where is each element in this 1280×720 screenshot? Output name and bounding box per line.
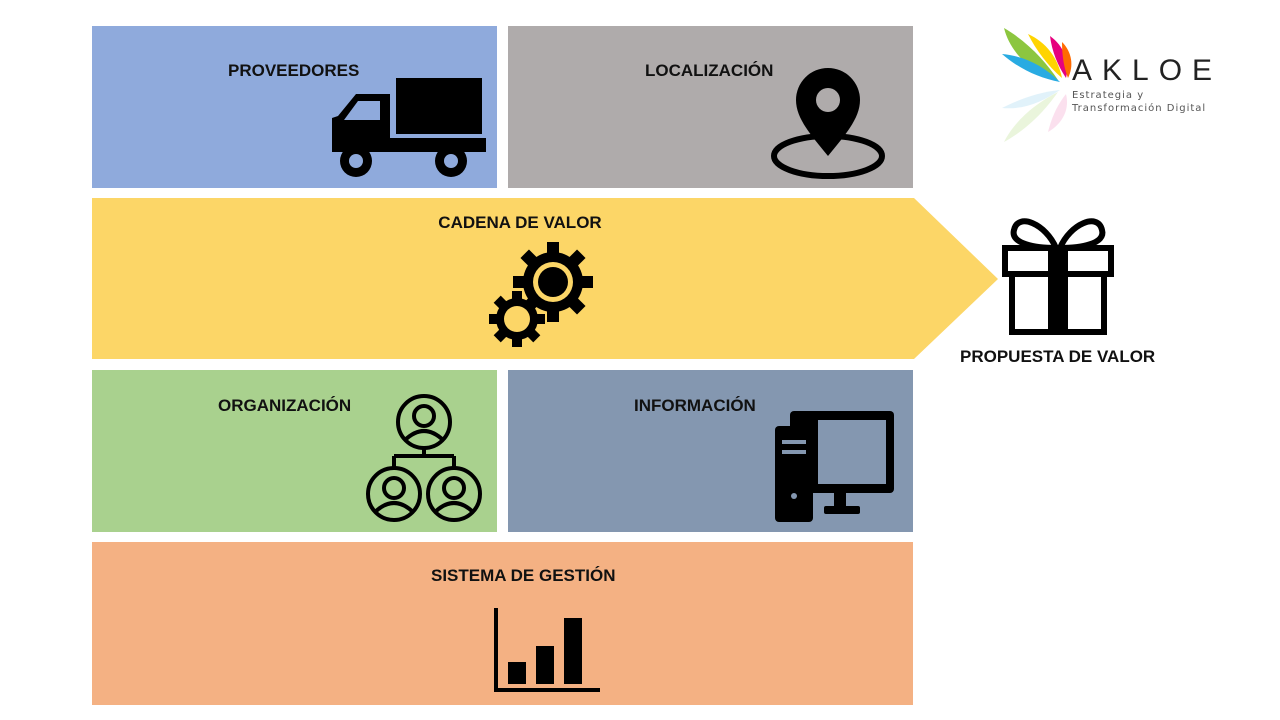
logo-tagline-2: Transformación Digital — [1072, 103, 1207, 114]
location-pin-icon — [771, 68, 885, 179]
cadena-de-valor-arrow: CADENA DE VALOR — [92, 198, 998, 359]
bar-chart-icon — [494, 608, 600, 692]
propuesta-de-valor-label: PROPUESTA DE VALOR — [960, 347, 1156, 366]
organizacion-label: ORGANIZACIÓN — [218, 396, 352, 415]
localizacion-label: LOCALIZACIÓN — [645, 61, 774, 80]
cadena-label: CADENA DE VALOR — [438, 213, 601, 232]
org-chart-icon — [366, 394, 482, 522]
gift-icon — [1002, 218, 1114, 335]
sistema-label: SISTEMA DE GESTIÓN — [431, 566, 616, 585]
localizacion-block: LOCALIZACIÓN — [508, 26, 913, 188]
organizacion-block: ORGANIZACIÓN — [92, 370, 497, 532]
informacion-block: INFORMACIÓN — [508, 370, 913, 532]
sistema-de-gestion-block: SISTEMA DE GESTIÓN — [92, 542, 913, 705]
truck-icon — [332, 78, 486, 177]
informacion-label: INFORMACIÓN — [634, 396, 756, 415]
gears-icon — [489, 242, 593, 347]
computer-icon — [775, 411, 894, 522]
proveedores-block: PROVEEDORES — [92, 26, 497, 188]
logo-wordmark: AKLOE — [1072, 54, 1223, 87]
akloe-logo: AKLOE Estrategia y Transformación Digita… — [1000, 22, 1230, 147]
logo-tagline-1: Estrategia y — [1072, 90, 1145, 101]
proveedores-label: PROVEEDORES — [228, 61, 360, 80]
akloe-leaf-icon — [1002, 28, 1072, 142]
